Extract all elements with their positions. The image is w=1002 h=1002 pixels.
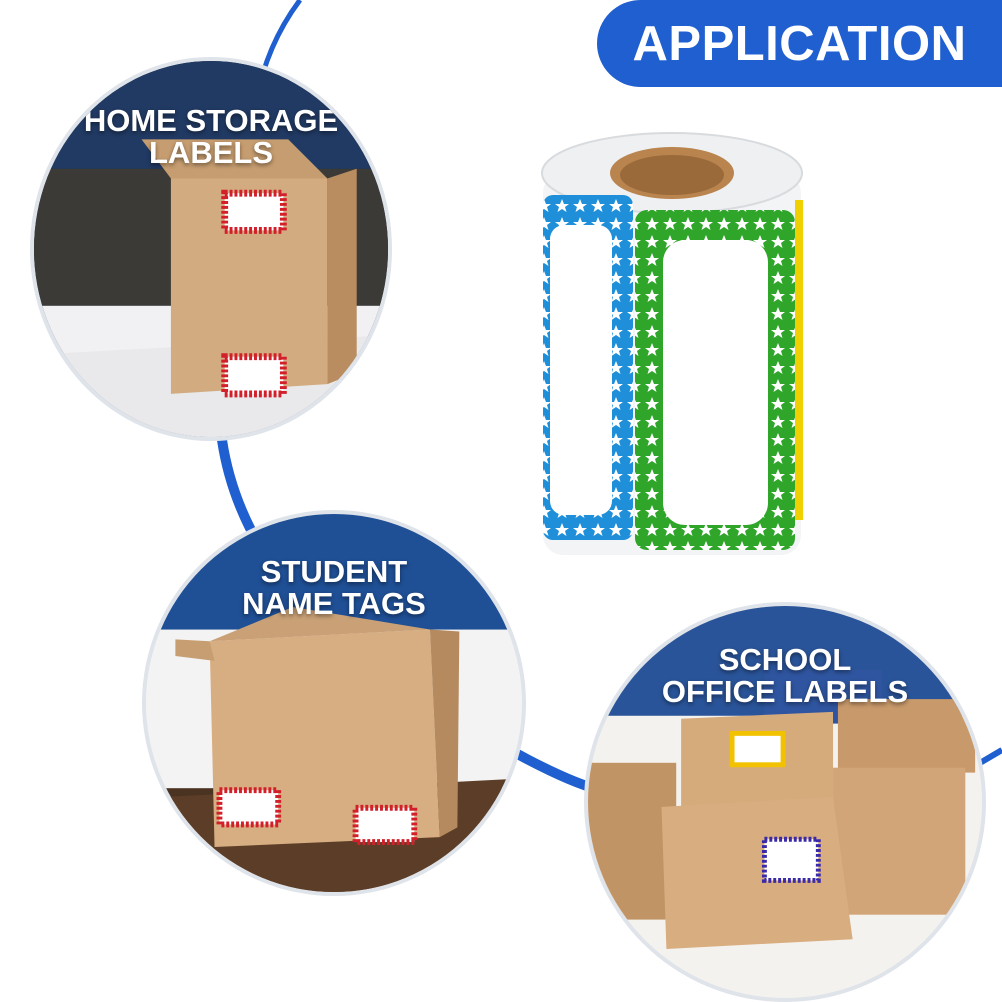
caption-line: OFFICE LABELS <box>661 674 909 709</box>
student-box-photo <box>146 514 522 892</box>
caption-line: NAME TAGS <box>242 586 426 621</box>
label-roll-image <box>541 132 803 555</box>
caption-line: SCHOOL <box>718 642 852 677</box>
caption-line: STUDENT <box>260 554 408 589</box>
school-office-labels-panel: SCHOOL OFFICE LABELS <box>584 602 986 1002</box>
caption-line: HOME STORAGE <box>83 103 339 138</box>
student-name-tags-caption: STUDENT NAME TAGS <box>146 556 522 620</box>
home-storage-panel: HOME STORAGE LABELS <box>30 57 392 441</box>
caption-line: LABELS <box>149 135 273 170</box>
student-name-tags-panel: STUDENT NAME TAGS <box>142 510 526 896</box>
application-banner: APPLICATION <box>597 0 1002 87</box>
home-storage-caption: HOME STORAGE LABELS <box>34 105 388 169</box>
school-office-caption: SCHOOL OFFICE LABELS <box>588 644 982 708</box>
home-storage-photo <box>34 61 388 437</box>
banner-title: APPLICATION <box>632 16 967 71</box>
office-boxes-photo <box>588 606 982 998</box>
